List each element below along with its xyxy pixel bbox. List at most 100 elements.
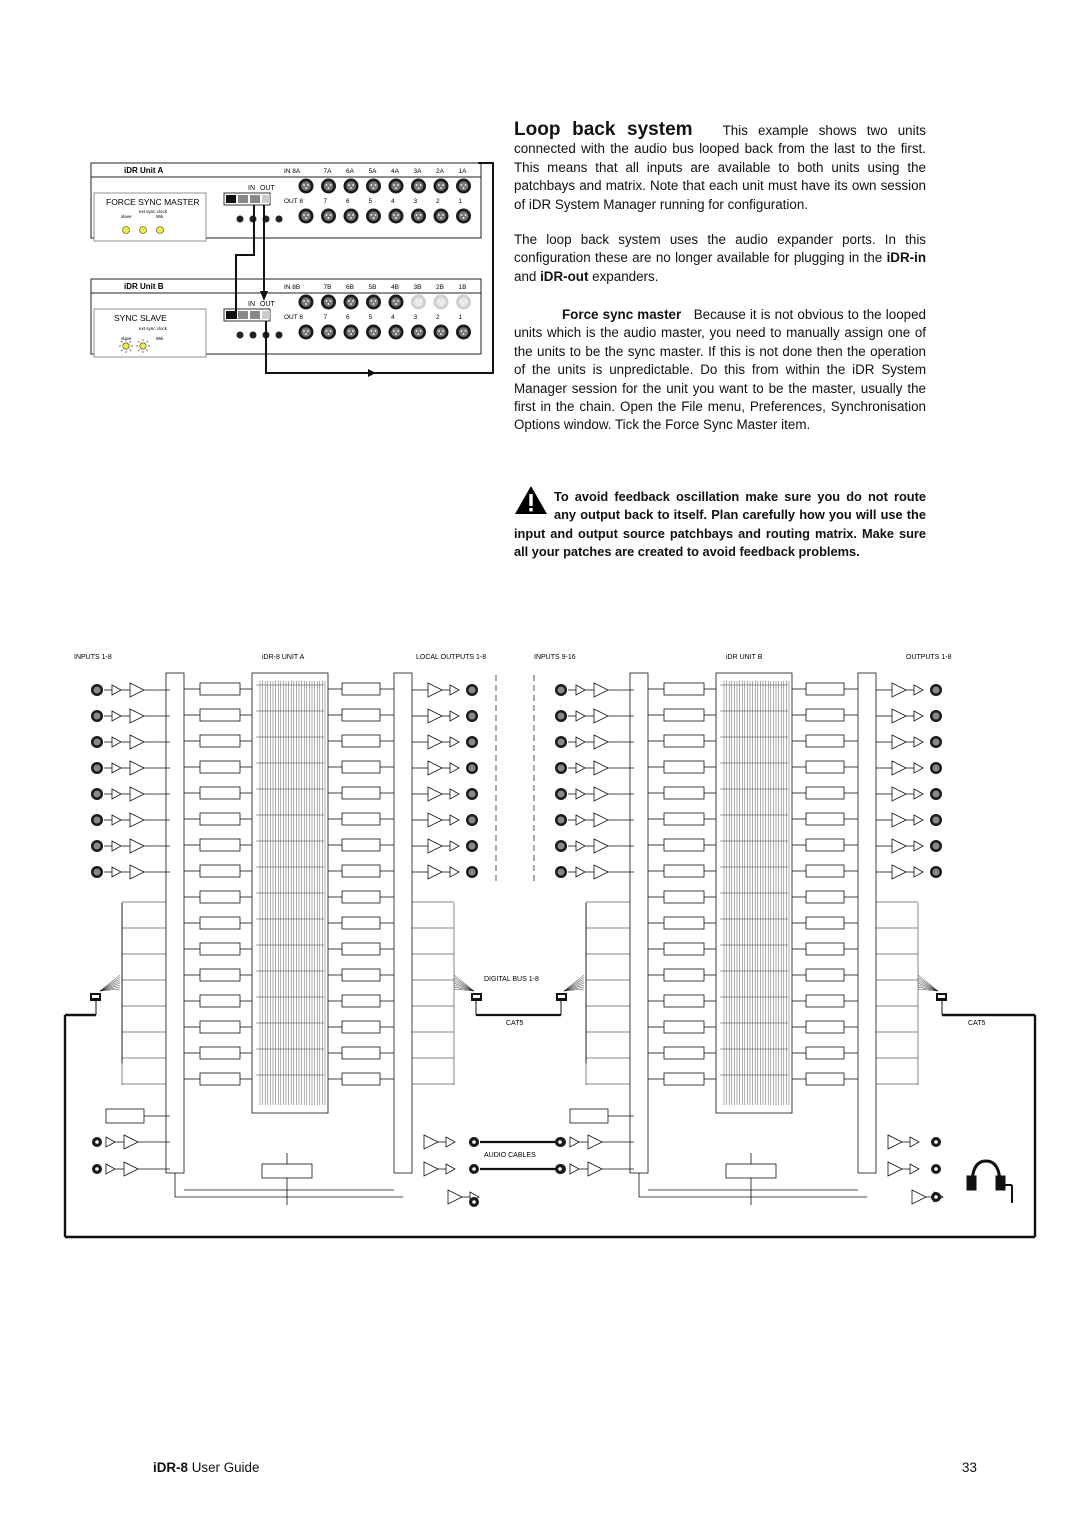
- unit-b-out-connectors: [298, 324, 471, 340]
- led-label: 96k: [156, 214, 164, 219]
- amplifier-symbol: [427, 864, 460, 880]
- xlr-connector-icon: [366, 294, 381, 310]
- panel-channel-label: 6B: [346, 284, 354, 291]
- amplifier-symbol: [111, 786, 145, 802]
- warning-note: To avoid feedback oscillation make sure …: [514, 486, 926, 562]
- xlr-connector-icon: [466, 762, 478, 774]
- xlr-connector-icon: [456, 294, 471, 310]
- amplifier-symbol: [887, 1161, 920, 1177]
- xlr-connector-icon: [411, 324, 426, 340]
- amplifier-symbol: [111, 708, 145, 724]
- in-label: IN: [248, 301, 255, 308]
- amplifier-symbol: [111, 682, 145, 698]
- xlr-connector-icon: [433, 324, 449, 340]
- xlr-connector-icon: [321, 178, 336, 194]
- in-label: IN: [248, 185, 255, 192]
- force-sync-body: Because it is not obvious to the looped …: [514, 307, 926, 433]
- xlr-connector-icon: [343, 324, 359, 340]
- amplifier-symbol: [427, 682, 460, 698]
- jack-connector-icon: [469, 1197, 479, 1207]
- amplifier-symbol: [575, 734, 609, 750]
- xlr-connector-icon: [555, 866, 567, 878]
- xlr-connector-icon: [91, 684, 103, 696]
- xlr-connector-icon: [388, 294, 404, 310]
- led-label: slave: [121, 214, 132, 219]
- xlr-connector-icon: [433, 178, 449, 194]
- xlr-connector-icon: [555, 684, 567, 696]
- panel-channel-label: 3B: [414, 284, 422, 291]
- amplifier-symbol: [575, 838, 609, 854]
- xlr-connector-icon: [411, 178, 426, 194]
- amplifier-symbol: [111, 734, 145, 750]
- xlr-connector-icon: [388, 208, 404, 224]
- jack-connector-icon: [469, 1137, 479, 1147]
- amplifier-symbol: [891, 812, 924, 828]
- xlr-connector-icon: [366, 324, 381, 340]
- unit-a-label: iDR-8 UNIT A: [262, 654, 305, 661]
- idr-out-term: iDR-out: [540, 268, 589, 284]
- xlr-connector-icon: [411, 208, 426, 224]
- xlr-connector-icon: [388, 324, 404, 340]
- xlr-connector-icon: [91, 762, 103, 774]
- jack-connector-icon: [92, 1137, 102, 1147]
- panel-channel-label: 2: [436, 314, 440, 321]
- amplifier-symbol: [569, 1161, 603, 1177]
- audio-cables-label: AUDIO CABLES: [484, 1152, 536, 1159]
- unit-a-out-connectors: [298, 208, 471, 224]
- panel-channel-label: 1A: [459, 168, 468, 175]
- xlr-connector-icon: [298, 324, 314, 340]
- unit-b-panel: iDR Unit B SYNC SLAVE slave ext sync clo…: [90, 278, 482, 358]
- loop-cable: [235, 162, 494, 374]
- xlr-connector-icon: [321, 208, 336, 224]
- rear-panel-diagram: iDR Unit A FORCE SYNC MASTER slave ext s…: [90, 162, 494, 377]
- amplifier-symbol: [891, 682, 924, 698]
- panel-channel-label: 3: [414, 198, 418, 205]
- panel-channel-label: IN 8B: [284, 284, 300, 291]
- amplifier-symbol: [891, 838, 924, 854]
- panel-channel-label: 6: [346, 314, 350, 321]
- amplifier-symbol: [427, 708, 460, 724]
- outputs-1-8-label: OUTPUTS 1-8: [906, 654, 952, 661]
- panel-channel-label: 1: [459, 198, 463, 205]
- led-indicator: [139, 226, 147, 234]
- out-label: OUT: [260, 301, 276, 308]
- panel-channel-label: 7B: [324, 284, 332, 291]
- unit-b-in-connectors: [298, 294, 471, 310]
- xlr-connector-icon: [433, 208, 449, 224]
- xlr-connector-icon: [555, 788, 567, 800]
- led-label: slave: [121, 336, 132, 341]
- xlr-connector-icon: [466, 736, 478, 748]
- force-sync-paragraph: Force sync master Because it is not obvi…: [514, 306, 926, 435]
- xlr-connector-icon: [321, 324, 336, 340]
- jack-connector-icon: [92, 1164, 102, 1174]
- panel-channel-label: 2A: [436, 168, 445, 175]
- amplifier-symbol: [569, 1134, 603, 1150]
- unit-b-title: iDR Unit B: [124, 282, 164, 291]
- xlr-connector-icon: [466, 710, 478, 722]
- xlr-connector-icon: [91, 814, 103, 826]
- loop-back-paragraph: Loop back system This example shows two …: [514, 119, 926, 214]
- unit-b-label: iDR UNIT B: [726, 654, 763, 661]
- xlr-connector-icon: [91, 788, 103, 800]
- and-word: and: [514, 268, 537, 284]
- loop-back-heading: Loop back system: [514, 119, 693, 140]
- amplifier-symbol: [111, 760, 145, 776]
- expander-text: The loop back system uses the audio expa…: [514, 232, 926, 266]
- amplifier-symbol: [423, 1134, 456, 1150]
- inputs-1-8-label: INPUTS 1-8: [74, 654, 112, 661]
- panel-channel-label: 1: [459, 314, 463, 321]
- panel-channel-label: 3A: [414, 168, 423, 175]
- xlr-connector-icon: [466, 840, 478, 852]
- panel-channel-label: 4: [391, 198, 395, 205]
- xlr-connector-icon: [388, 178, 404, 194]
- panel-channel-label: 2B: [436, 284, 444, 291]
- led-indicator: [119, 339, 133, 353]
- inputs-9-16-label: INPUTS 9-16: [534, 654, 576, 661]
- xlr-connector-icon: [343, 294, 359, 310]
- footer-product: iDR-8 User Guide: [153, 1460, 259, 1475]
- amplifier-symbol: [891, 708, 924, 724]
- jack-connector-icon: [931, 1137, 941, 1147]
- expanders-word: expanders.: [592, 268, 659, 284]
